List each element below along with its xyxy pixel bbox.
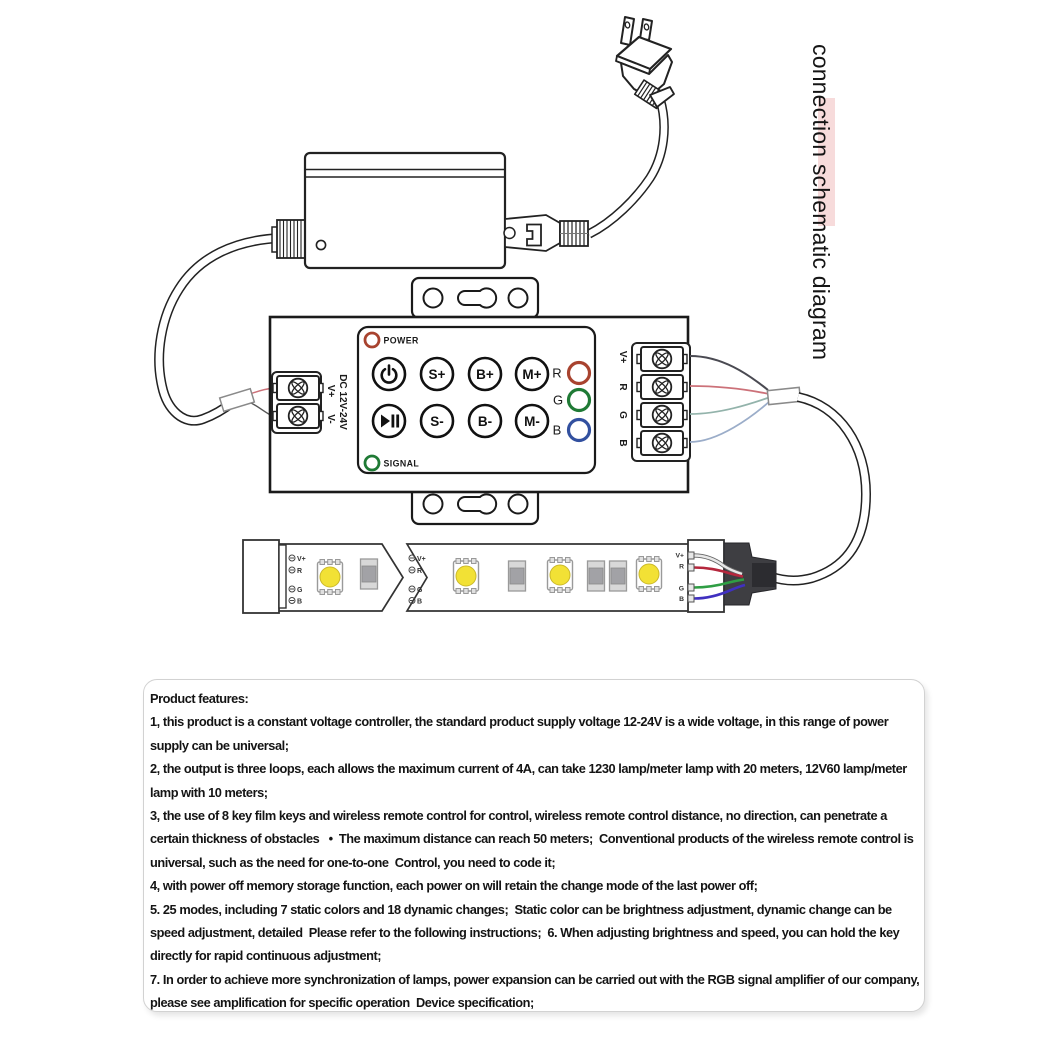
- dc-voltage-label: DC 12V-24V: [337, 374, 348, 430]
- plug-ferrule: [559, 220, 589, 247]
- output-b-label: B: [617, 439, 628, 446]
- output-g-label: G: [617, 411, 628, 419]
- terminal-screw-out-r: [636, 374, 688, 400]
- resistor: [507, 560, 527, 592]
- strip-end-vplus-label: V+: [675, 553, 684, 560]
- strip-pad-g: G: [417, 587, 423, 594]
- button-speed-down-label: S-: [430, 414, 444, 429]
- strip-end-r-label: R: [679, 564, 684, 571]
- strip-end-b-label: B: [679, 596, 684, 603]
- resistor: [586, 560, 606, 592]
- feature-item: 5. 25 modes, including 7 static colors a…: [150, 901, 903, 964]
- connector-wire-r: [693, 566, 744, 578]
- play-pause-icon: [381, 414, 400, 428]
- power-led: [363, 331, 381, 349]
- input-vplus-label: V+: [325, 385, 336, 398]
- led-chip: [452, 557, 480, 595]
- button-mode-up-label: M+: [522, 367, 541, 382]
- dc-cable: [154, 233, 282, 426]
- page-title: connection schematic diagram: [808, 44, 834, 360]
- output-ferrule: [766, 386, 802, 406]
- button-mode-down: M-: [514, 403, 550, 439]
- terminal-screw-out-b: [636, 430, 688, 456]
- terminal-screw-out-g: [636, 402, 688, 428]
- feature-item: 3, the use of 8 key film keys and wirele…: [150, 808, 917, 870]
- strip-pad-b: B: [417, 598, 422, 605]
- button-speed-down: S-: [419, 403, 455, 439]
- strip-pad-vplus: V+: [297, 556, 306, 563]
- strip-pad-r: R: [297, 568, 302, 575]
- output-cable: [770, 392, 872, 586]
- terminal-screw-vplus: [272, 375, 324, 401]
- connector-wire-b: [693, 583, 746, 600]
- feature-item: 7. In order to achieve more synchronizat…: [150, 971, 923, 1011]
- resistor: [359, 558, 379, 590]
- title-highlight: [818, 98, 835, 226]
- adapter-output-connector: [503, 214, 561, 252]
- output-r-label: R: [617, 383, 628, 391]
- signal-led-label: SIGNAL: [384, 459, 420, 469]
- button-speed-up: S+: [419, 356, 455, 392]
- output-terminal-block: [631, 342, 691, 462]
- channel-b-label: B: [553, 423, 562, 438]
- button-brightness-down-label: B-: [478, 414, 492, 429]
- plug-cable: [586, 97, 669, 239]
- strip-pad-b: B: [297, 598, 302, 605]
- channel-ring-b: [566, 417, 592, 443]
- strip-pad-vplus: V+: [417, 556, 426, 563]
- adapter-barrel-connector: [276, 219, 307, 259]
- connector-wire-vplus: [693, 554, 743, 576]
- button-mode-down-label: M-: [524, 414, 540, 429]
- strip-pad-r: R: [417, 568, 422, 575]
- led-strip: V+ R G B V+ R G B V+ R G B: [242, 539, 777, 614]
- strip-connector: [687, 539, 777, 613]
- strip-end-cap: [242, 539, 287, 614]
- button-brightness-up: B+: [467, 356, 503, 392]
- terminal-screw-vminus: [272, 403, 324, 429]
- button-brightness-up-label: B+: [476, 367, 494, 382]
- rgb-wires: [689, 355, 771, 443]
- feature-item: 4, with power off memory storage functio…: [150, 878, 758, 894]
- strip-connector-plug-nub: [752, 563, 776, 587]
- input-vminus-label: V-: [325, 414, 336, 423]
- channel-ring-g: [566, 387, 592, 413]
- connector-wire-g: [693, 578, 745, 589]
- button-brightness-down: B-: [467, 403, 503, 439]
- strip-end-g-label: G: [679, 586, 684, 593]
- channel-ring-r: [566, 360, 592, 386]
- strip-pad-g: G: [297, 587, 303, 594]
- features-heading: Product features:: [150, 691, 249, 706]
- feature-item: 2, the output is three loops, each allow…: [150, 761, 910, 800]
- button-power: [371, 356, 407, 392]
- button-speed-up-label: S+: [429, 367, 446, 382]
- adapter-led-hole: [315, 239, 327, 251]
- output-vplus-label: V+: [617, 351, 628, 364]
- button-play-pause: [371, 403, 407, 439]
- terminal-screw-out-vplus: [636, 346, 688, 372]
- mounting-tab-top: [410, 276, 540, 320]
- channel-g-label: G: [553, 393, 563, 408]
- features-panel: Product features: 1, this product is a c…: [143, 679, 925, 1012]
- strip-connector-plug: [723, 542, 777, 606]
- button-mode-up: M+: [514, 356, 550, 392]
- led-chip: [635, 555, 663, 593]
- channel-r-label: R: [552, 366, 561, 381]
- resistor: [608, 560, 628, 592]
- feature-item: 1, this product is a constant voltage co…: [150, 714, 892, 753]
- power-icon: [380, 364, 398, 384]
- ac-plug: [615, 16, 675, 110]
- dc-input-terminal-block: [271, 371, 324, 434]
- signal-led: [363, 454, 381, 472]
- led-chip: [316, 558, 344, 596]
- power-led-label: POWER: [384, 336, 419, 346]
- dc-ferrule: [218, 387, 256, 413]
- adapter-body: [303, 151, 507, 270]
- power-adapter: [271, 151, 589, 270]
- led-chip: [546, 556, 574, 594]
